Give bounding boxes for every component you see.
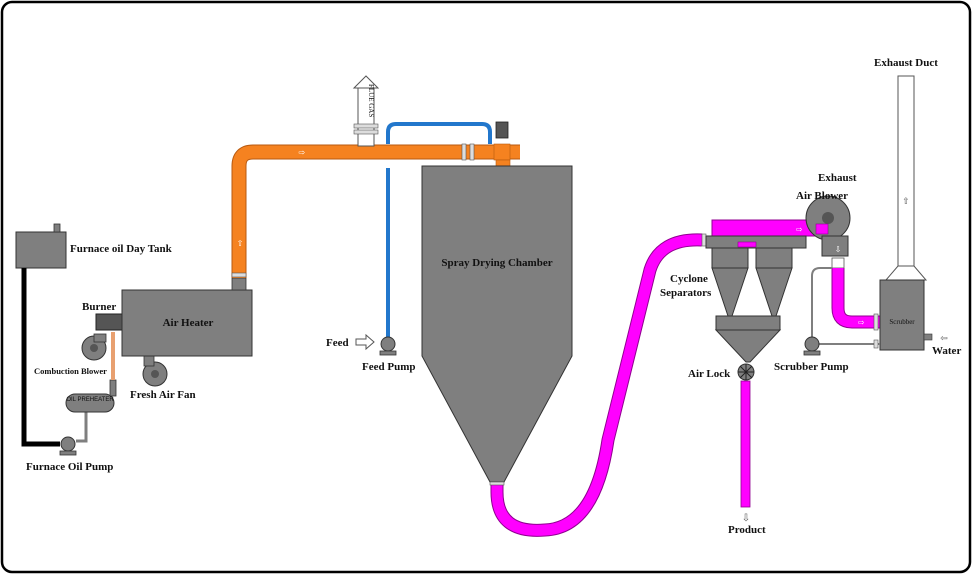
furnace-oil-pump-label: Furnace Oil Pump xyxy=(26,461,113,473)
cyclone-separators xyxy=(705,219,819,363)
exhaust-duct-label: Exhaust Duct xyxy=(874,57,938,69)
water-label: Water xyxy=(932,345,961,357)
atomizer-inlet xyxy=(495,159,511,167)
scrubber-label: Scrubber xyxy=(889,318,915,326)
atomizer-mount xyxy=(493,143,511,161)
day-tank-label: Furnace oil Day Tank xyxy=(70,243,173,255)
spray-drying-chamber-label: Spray Drying Chamber xyxy=(441,257,552,269)
day-tank xyxy=(15,223,67,269)
combustion-blower-label: Combuction Blower xyxy=(34,366,107,376)
flue-gas-stack xyxy=(352,75,380,147)
scrubber-pump xyxy=(803,336,821,356)
oil-preheater-label: OIL PREHEATER xyxy=(66,397,114,403)
cyclone-label-2: Separators xyxy=(660,287,712,299)
exhaust-blower-label-2: Air Blower xyxy=(796,190,848,202)
feed-line xyxy=(386,122,492,342)
flange xyxy=(873,339,879,349)
air-heater xyxy=(121,277,253,357)
flange xyxy=(701,233,707,247)
burner xyxy=(95,313,123,331)
flange xyxy=(461,143,467,161)
up-arrow-icon: ⇧ xyxy=(902,197,910,207)
fresh-air-fan-label: Fresh Air Fan xyxy=(130,389,196,401)
up-arrow-icon: ⇧ xyxy=(237,239,244,248)
blower-inlet xyxy=(815,223,829,235)
flange xyxy=(489,481,505,486)
flue-gas-label: FLUE GAS xyxy=(367,84,375,117)
fresh-air-fan xyxy=(142,355,168,387)
scrubber-pump-label: Scrubber Pump xyxy=(774,361,849,373)
scrubber xyxy=(879,279,925,351)
air-lock xyxy=(737,363,755,381)
exhaust-duct xyxy=(884,75,928,281)
product-pipe xyxy=(740,380,751,508)
flange xyxy=(873,313,879,331)
feed-pump xyxy=(379,336,397,356)
right-arrow-icon: ⇨ xyxy=(796,225,803,234)
feed-pump-label: Feed Pump xyxy=(362,361,415,373)
furnace-oil-pump xyxy=(59,412,88,456)
flange xyxy=(231,272,247,278)
burner-label: Burner xyxy=(82,301,116,313)
right-arrow-icon: ⇨ xyxy=(858,318,865,327)
conveying-duct xyxy=(491,234,703,536)
left-arrow-icon: ⇦ xyxy=(940,334,948,344)
feed-label: Feed xyxy=(326,337,349,349)
air-lock-label: Air Lock xyxy=(688,368,731,380)
exhaust-blower-label-1: Exhaust xyxy=(818,172,857,184)
scrubber-inlet-duct xyxy=(832,268,880,328)
right-arrow-icon: ⇨ xyxy=(299,148,306,157)
air-heater-label: Air Heater xyxy=(163,317,214,329)
scrubber-recirculation-line xyxy=(811,267,880,345)
flange xyxy=(469,143,475,161)
water-inlet xyxy=(923,333,933,341)
feed-arrow-icon xyxy=(355,333,375,351)
oil-preheater xyxy=(65,379,117,413)
down-arrow-icon: ⇩ xyxy=(835,245,842,254)
cyclone-label-1: Cyclone xyxy=(670,273,708,285)
combustion-blower xyxy=(81,333,107,361)
atomizer-motor xyxy=(495,121,509,139)
product-label: Product xyxy=(728,524,766,536)
fuel-line xyxy=(21,268,60,447)
down-arrow-icon: ⇩ xyxy=(742,513,750,524)
hot-air-duct xyxy=(232,145,520,278)
